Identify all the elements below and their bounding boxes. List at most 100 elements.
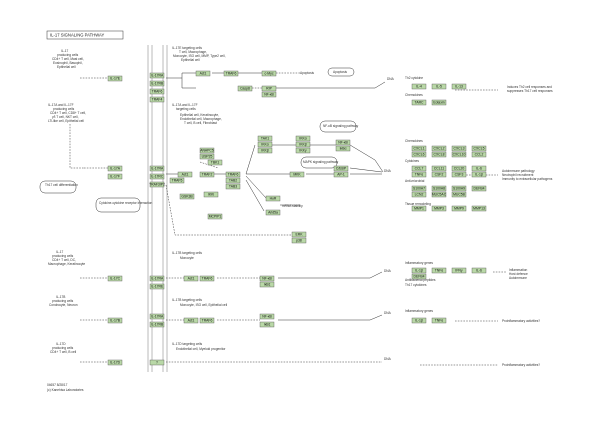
gene-box[interactable]: TRAF2 [199,171,215,178]
gene-box[interactable]: IL-1β [411,267,427,274]
gene-box[interactable]: IL-5 [431,83,447,90]
gene-box[interactable]: CXCL1 [411,145,427,152]
gene-box[interactable]: ANAPC5 [199,147,215,154]
gene-box[interactable]: p38 [291,237,307,244]
gene-box[interactable]: IL-17E [107,75,123,82]
gene-box[interactable]: Act1 [183,275,199,282]
gene-box[interactable]: CCL7 [411,165,427,172]
gene-box[interactable]: MKK [289,171,305,178]
gene-box[interactable]: TRAF6 [199,275,215,282]
gene-box[interactable]: TNFα [431,317,447,324]
bubble-cytokine-receptor-interaction[interactable]: Cytokine-cytokine receptor interaction [95,197,153,213]
gene-box[interactable]: IL-4 [411,83,427,90]
gene-box[interactable]: IL-17RA [149,72,165,79]
gene-box[interactable]: CCL11 [431,165,447,172]
gene-box[interactable]: TRAF5 [169,177,185,184]
gene-box[interactable]: IL-17RA [149,313,165,320]
gene-box[interactable]: IκBζ [259,321,275,328]
gene-box[interactable]: Casp8 [237,85,253,92]
gene-box[interactable]: IKKβ [295,141,311,148]
gene-box[interactable]: Arid5a [265,209,281,216]
gene-box[interactable]: TRAF3IP2 [149,181,165,188]
gene-box[interactable]: IL-17RE [149,283,165,290]
gene-box[interactable]: HuR [265,195,281,202]
gene-box[interactable]: IL-6 [471,267,487,274]
bubble-apoptosis[interactable]: Apoptosis [327,67,355,77]
gene-box[interactable]: MMP9 [451,205,467,212]
gene-box[interactable]: IKKα [257,141,273,148]
gene-box[interactable]: IL-17D [107,359,123,366]
gene-box[interactable]: MMP1 [411,205,427,212]
bubble-th17-differentiation[interactable]: Th17 cell differentiation [39,180,78,194]
gene-box[interactable]: ? [149,359,165,366]
gene-box[interactable]: IL-17B [107,317,123,324]
gene-box[interactable]: TRAF6 [223,70,239,77]
gene-box[interactable]: NF-κB [259,313,275,320]
gene-box[interactable]: IKKα [295,135,311,142]
gene-box[interactable]: CXCL5 [471,145,487,152]
gene-box[interactable]: C/EBP [333,165,349,172]
gene-box[interactable]: IL-17A [107,165,123,172]
gene-box[interactable]: Act1 [183,317,199,324]
gene-box[interactable]: c-Myc [261,70,277,77]
gene-box[interactable]: TRAF6 [225,171,241,178]
gene-box[interactable]: NF-κB [259,275,275,282]
gene-box[interactable]: TNFα [431,267,447,274]
gene-box[interactable]: TRAF4 [149,96,165,103]
gene-box[interactable]: TAK1 [257,135,273,142]
gene-box[interactable]: CXCL2 [431,145,447,152]
gene-box[interactable]: DEFB4 [411,273,427,280]
gene-box[interactable]: AP-1 [333,171,349,178]
gene-box[interactable]: MUC5B [451,191,467,198]
gene-box[interactable]: IKKβ [257,147,273,154]
gene-box[interactable]: IκBζ [259,281,275,288]
gene-box[interactable]: IL-6 [471,165,487,172]
gene-box[interactable]: LCN2 [411,191,427,198]
gene-box[interactable]: S100A8 [431,185,447,192]
gene-box[interactable]: IL-1β [411,317,427,324]
gene-box[interactable]: MUC5AC [431,191,447,198]
gene-box[interactable]: IL-13 [451,83,467,90]
gene-box[interactable]: IL-17RC [149,173,165,180]
gene-box[interactable]: TAB2 [225,177,241,184]
gene-box[interactable]: TBK1 [207,159,223,166]
gene-box[interactable]: IL-17RA [149,275,165,282]
gene-box[interactable]: IL-17RB [149,321,165,328]
gene-box[interactable]: IκBα [335,145,351,152]
gene-box[interactable]: Act1 [195,70,211,77]
gene-box[interactable]: CXCL10 [451,151,467,158]
gene-box[interactable]: NF-κB [335,139,351,146]
gene-box[interactable]: CCL2 [471,151,487,158]
gene-box[interactable]: CCL20 [451,165,467,172]
gene-box[interactable]: CXCL8 [431,151,447,158]
gene-box[interactable]: TARC [411,99,427,106]
gene-box[interactable]: TNFα [411,171,427,178]
gene-box[interactable]: TAB3 [225,183,241,190]
gene-box[interactable]: GSK3B [179,193,195,200]
gene-box[interactable]: IL-17F [107,173,123,180]
gene-box[interactable]: ERK [291,231,307,238]
gene-box[interactable]: IL-17C [107,275,123,282]
gene-box[interactable]: Eotaxin [431,99,447,106]
gene-box[interactable]: NF-κB [261,91,277,98]
gene-box[interactable]: IL-17RB [149,80,165,87]
gene-box[interactable]: CXCL6 [411,151,427,158]
gene-box[interactable]: CXCL3 [451,145,467,152]
gene-box[interactable]: TRAF6 [149,88,165,95]
gene-box[interactable]: IL-1β [471,171,487,178]
gene-box[interactable]: CSF3 [451,171,467,178]
gene-box[interactable]: IFNγ [451,267,467,274]
gene-box[interactable]: S100A7 [411,185,427,192]
gene-box[interactable]: DEFB4 [471,185,487,192]
gene-box[interactable]: MCPIP1 [207,213,223,220]
gene-box[interactable]: RIP [261,85,277,92]
gene-box[interactable]: IL-17RA [149,165,165,172]
gene-box[interactable]: MMP3 [431,205,447,212]
gene-box[interactable]: TRAF6 [199,317,215,324]
bubble-mapk-pathway[interactable]: MAPK signaling pathway [300,156,339,169]
gene-box[interactable]: MMP13 [471,205,487,212]
gene-box[interactable]: Act1 [177,171,193,178]
gene-box[interactable]: S100A9 [451,185,467,192]
gene-box[interactable]: CSF2 [431,171,447,178]
gene-box[interactable]: IKKγ [295,147,311,154]
